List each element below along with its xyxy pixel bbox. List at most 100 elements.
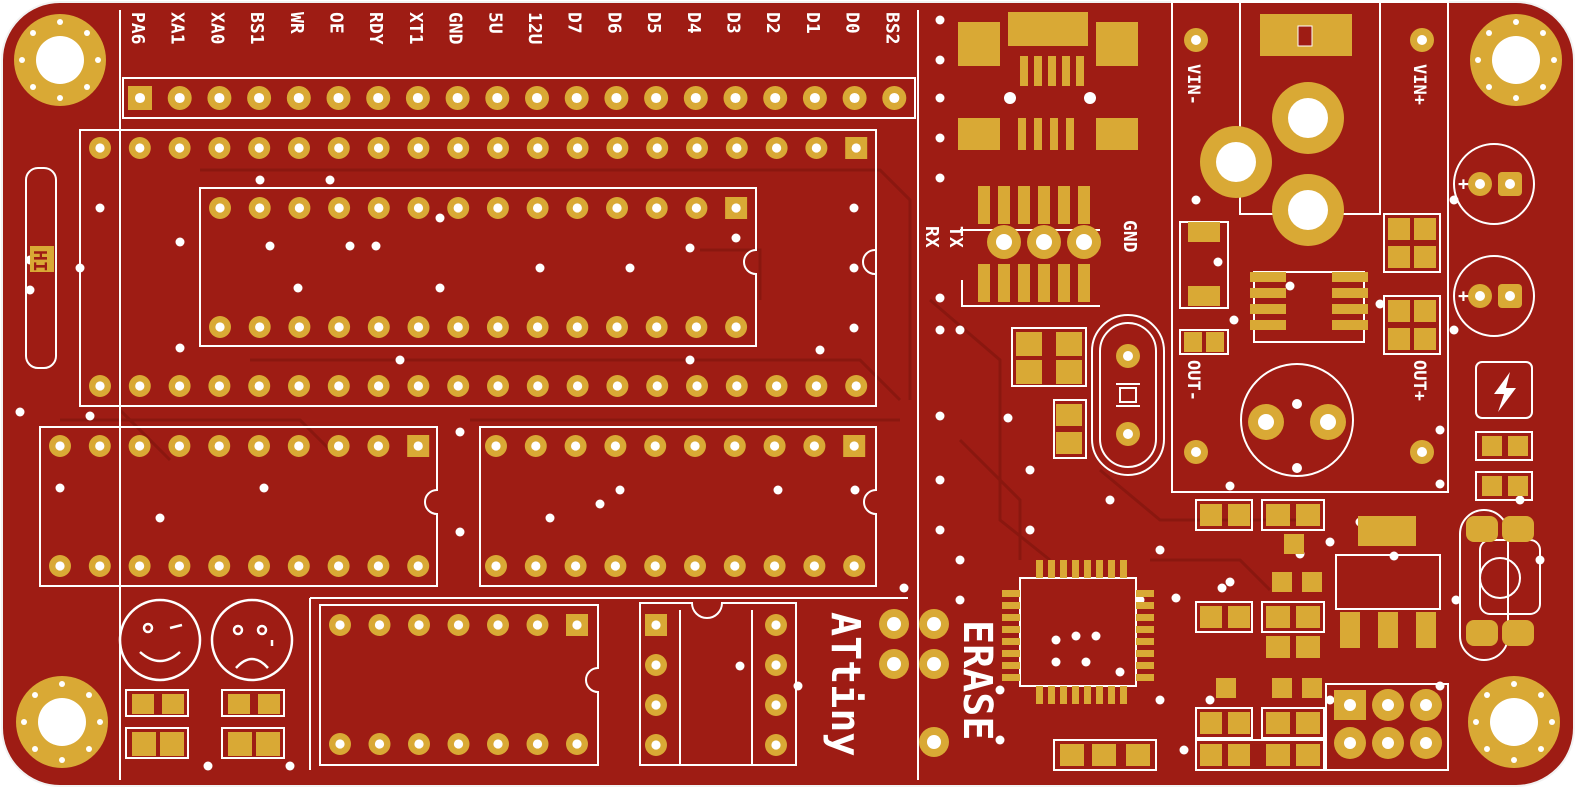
socket-pin (566, 137, 589, 159)
via (435, 283, 445, 293)
socket-pin (407, 316, 430, 338)
via (1081, 657, 1091, 667)
socket-pin (684, 555, 706, 577)
socket-pin (208, 555, 231, 577)
via (1435, 479, 1445, 489)
via (1051, 657, 1061, 667)
via (265, 241, 275, 251)
socket-pin (765, 694, 787, 716)
header-pin-label: 5U (484, 12, 505, 34)
socket-pin (763, 435, 786, 457)
via (1025, 465, 1035, 475)
socket-pin (805, 375, 828, 397)
socket-pin (645, 614, 667, 636)
socket-pin (49, 435, 71, 457)
socket-pin (526, 197, 549, 219)
socket-pin (843, 435, 866, 457)
via (55, 483, 65, 493)
socket-pin (248, 197, 271, 219)
header-pin-label: D7 (564, 12, 585, 34)
socket-pin (248, 316, 271, 338)
label-tx: TX (945, 226, 966, 248)
socket-pin (407, 555, 430, 577)
via (1091, 631, 1101, 641)
via (1225, 481, 1235, 491)
header-pin (167, 86, 192, 110)
via (595, 499, 605, 509)
via (455, 427, 465, 437)
header-pin (683, 86, 708, 110)
socket-pin (447, 614, 470, 636)
socket-pin (447, 197, 470, 219)
header-pin-label: D2 (762, 12, 783, 34)
via (935, 293, 945, 303)
via (371, 241, 381, 251)
socket-pin (407, 197, 430, 219)
socket-pin (128, 137, 151, 159)
copper-traces (60, 120, 1300, 592)
via (849, 263, 859, 273)
jumper-pads (879, 609, 949, 757)
via (285, 761, 295, 771)
socket-pin (604, 555, 627, 577)
via (1535, 555, 1545, 565)
socket-pin (644, 555, 667, 577)
via (1105, 495, 1115, 505)
via (25, 285, 35, 295)
crystal (1116, 344, 1140, 446)
via (1217, 583, 1227, 593)
via (955, 555, 965, 565)
regulator-chip (1250, 272, 1368, 330)
socket-pin (645, 197, 668, 219)
socket-pin (447, 375, 470, 397)
socket-pin (845, 375, 868, 397)
header-pin-label: D0 (842, 12, 863, 34)
header-pin-label: GND (445, 12, 466, 45)
socket-pin (208, 375, 231, 397)
socket-pin (485, 555, 507, 577)
label-gnd: GND (1119, 220, 1140, 253)
socket-pin (487, 614, 509, 636)
svg-text:+: + (1458, 286, 1469, 307)
via (545, 513, 555, 523)
socket-pin (447, 137, 470, 159)
socket-pin (208, 137, 231, 159)
via (1003, 413, 1013, 423)
header-pin-label: BS1 (246, 12, 267, 45)
header-pin-label: OE (326, 12, 347, 34)
header-pin (326, 86, 351, 110)
socket-pin (725, 375, 748, 397)
socket-pin (88, 555, 111, 577)
via (1389, 551, 1399, 561)
via (995, 685, 1005, 695)
via (1071, 631, 1081, 641)
socket-pin (566, 197, 589, 219)
via (175, 237, 185, 247)
socket-pin (685, 197, 708, 219)
socket-pin (765, 137, 788, 159)
usb-connector (958, 12, 1138, 150)
socket-pin (367, 435, 390, 457)
via (625, 263, 635, 273)
socket-pin (645, 734, 667, 756)
via (1285, 281, 1295, 291)
socket-pin (367, 197, 390, 219)
socket-pin (408, 733, 430, 755)
isp-header (1334, 689, 1442, 759)
socket-pin (765, 614, 787, 636)
header-pin-label: WR (286, 12, 307, 34)
mounting-holes (14, 14, 1562, 768)
socket-pin (287, 555, 310, 577)
socket-pin (843, 555, 866, 577)
socket-pin (367, 137, 390, 159)
via (395, 355, 405, 365)
socket-pin (685, 316, 708, 338)
socket-pin (487, 137, 509, 159)
socket-pin (765, 375, 788, 397)
socket-pin (566, 614, 588, 636)
hi-badge (30, 246, 54, 272)
via (1025, 525, 1035, 535)
mcu-qfp32 (1002, 560, 1154, 704)
